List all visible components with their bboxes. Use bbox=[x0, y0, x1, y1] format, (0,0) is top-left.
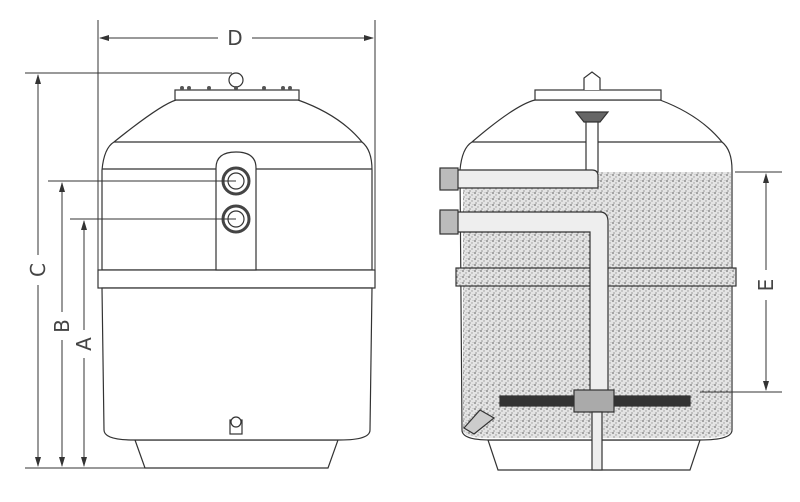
drain-valve bbox=[463, 409, 496, 435]
filter-cutaway-view bbox=[439, 71, 737, 471]
dimension-label-e: E bbox=[754, 279, 778, 292]
top-flange bbox=[534, 89, 662, 101]
drain-valve-cap bbox=[230, 416, 242, 428]
bolts bbox=[180, 86, 292, 90]
dimension-lines-right bbox=[700, 171, 782, 393]
upper-pipe-fitting bbox=[439, 167, 459, 191]
band bbox=[97, 269, 376, 289]
top-flange bbox=[174, 89, 300, 101]
top-fitting bbox=[583, 71, 601, 90]
upper-horizontal-pipe bbox=[439, 169, 599, 189]
dimension-label-a: A bbox=[72, 337, 96, 351]
lower-shell bbox=[101, 287, 373, 441]
dimension-label-c: C bbox=[26, 263, 50, 277]
inlet-pipe bbox=[585, 121, 599, 173]
lateral-hub bbox=[573, 389, 615, 413]
dimension-label-b: B bbox=[50, 319, 74, 333]
lower-pipe-fitting bbox=[439, 209, 459, 235]
diffuser bbox=[574, 111, 610, 123]
dimension-label-d: D bbox=[227, 26, 242, 50]
base bbox=[134, 439, 339, 469]
central-pipe bbox=[591, 411, 603, 471]
lifting-ring bbox=[228, 72, 244, 88]
dimension-lines-left bbox=[25, 20, 376, 469]
filter-exterior-view bbox=[97, 72, 376, 469]
